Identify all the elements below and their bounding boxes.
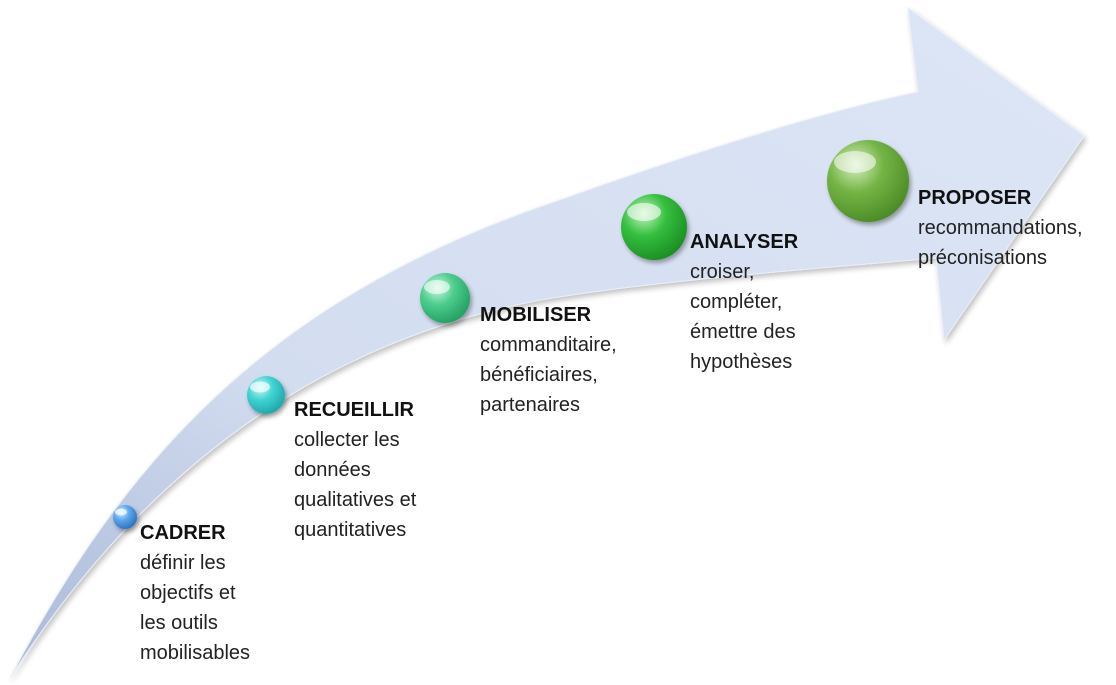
- step-description: croiser, compléter, émettre des hypothès…: [690, 261, 796, 373]
- step-title: MOBILISER: [480, 304, 592, 326]
- step-title: CADRER: [140, 522, 226, 544]
- step-proposer: PROPOSER recommandations, préconisations: [918, 183, 1114, 273]
- step-ball-proposer: [827, 140, 909, 222]
- step-ball-cadrer: [113, 505, 137, 529]
- step-title: RECUEILLIR: [294, 399, 414, 421]
- step-recueillir: RECUEILLIR collecter les données qualita…: [294, 395, 464, 545]
- step-ball-mobiliser: [420, 273, 470, 323]
- step-title: ANALYSER: [690, 231, 799, 253]
- step-ball-recueillir: [247, 376, 285, 414]
- curved-arrow: [9, 6, 1085, 679]
- step-ball-analyser: [621, 194, 687, 260]
- step-description: collecter les données qualitatives et qu…: [294, 429, 417, 541]
- step-cadrer: CADRER définir les objectifs et les outi…: [140, 518, 310, 668]
- step-title: PROPOSER: [918, 187, 1032, 209]
- step-description: définir les objectifs et les outils mobi…: [140, 552, 251, 664]
- step-analyser: ANALYSER croiser, compléter, émettre des…: [690, 227, 850, 377]
- step-description: recommandations, préconisations: [918, 217, 1083, 269]
- step-description: commanditaire, bénéficiaires, partenaire…: [480, 334, 617, 416]
- step-mobiliser: MOBILISER commanditaire, bénéficiaires, …: [480, 300, 660, 420]
